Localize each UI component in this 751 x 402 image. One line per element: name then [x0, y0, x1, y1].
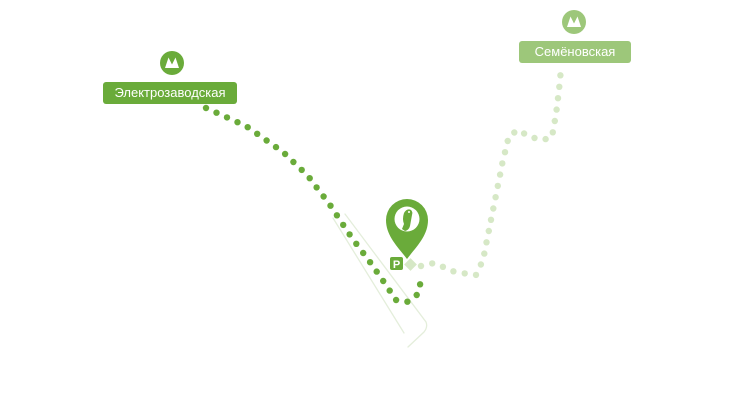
station-label-semenovskaya[interactable]: Семёновская — [519, 41, 631, 63]
route-dot — [492, 194, 499, 201]
route-dot — [416, 281, 424, 288]
route-dot — [490, 205, 497, 212]
route-dot — [346, 231, 353, 238]
route-dot — [392, 296, 400, 304]
route-dot — [494, 182, 501, 190]
route-dot — [272, 143, 280, 151]
svg-text:P: P — [393, 259, 400, 271]
entrance-marker — [404, 258, 417, 271]
route-dot — [404, 298, 411, 305]
route-dot — [520, 130, 528, 137]
route-dot — [553, 106, 560, 113]
route-dot — [386, 287, 393, 294]
walking-route-elektrozavodskaya — [202, 104, 424, 305]
route-dot — [306, 175, 313, 182]
walking-route-semenovskaya — [417, 72, 564, 279]
station-label-elektrozavodskaya[interactable]: Электрозаводская — [103, 82, 237, 104]
route-dot — [223, 114, 231, 121]
route-dot — [254, 130, 261, 137]
route-dot — [439, 263, 447, 270]
parking-icon: P — [390, 257, 403, 271]
route-dot — [496, 171, 504, 178]
route-dot — [413, 291, 420, 299]
route-dot — [549, 129, 556, 136]
route-dot — [327, 202, 334, 209]
route-dot — [501, 149, 509, 156]
route-dot — [333, 212, 341, 219]
route-dot — [202, 104, 210, 112]
route-dot — [366, 259, 374, 266]
route-dot — [340, 221, 347, 229]
route-dot — [499, 160, 506, 167]
metro-icon — [160, 51, 184, 75]
route-dot — [477, 261, 485, 268]
route-dot — [554, 95, 562, 102]
route-dot — [487, 216, 495, 223]
route-dot — [556, 83, 563, 91]
metro-icon — [562, 10, 586, 34]
route-dot — [373, 268, 380, 275]
route-dot — [429, 260, 436, 267]
road-outline — [332, 213, 428, 348]
route-dot — [485, 227, 492, 235]
route-dot — [244, 124, 251, 131]
destination-pin[interactable] — [386, 199, 428, 259]
route-dot — [313, 184, 320, 191]
route-dot — [531, 134, 538, 142]
route-dot — [320, 193, 327, 200]
route-dot — [281, 150, 289, 158]
route-dot — [298, 166, 305, 174]
route-dot — [551, 117, 558, 125]
route-dot — [450, 268, 457, 275]
route-dot — [290, 158, 297, 166]
route-dot — [417, 262, 425, 270]
route-dot — [504, 137, 511, 145]
route-dot — [360, 249, 367, 257]
route-dot — [511, 129, 518, 136]
route-dot — [234, 119, 241, 126]
route-dot — [380, 277, 387, 285]
route-dot — [353, 240, 360, 247]
parrot-icon — [402, 209, 413, 231]
route-dot — [483, 239, 490, 246]
route-dot — [557, 72, 564, 79]
route-dot — [213, 109, 220, 116]
route-dot — [263, 137, 270, 144]
route-dot — [542, 135, 549, 143]
route-dot — [461, 270, 468, 277]
route-dot — [472, 271, 480, 279]
route-dot — [481, 250, 488, 257]
